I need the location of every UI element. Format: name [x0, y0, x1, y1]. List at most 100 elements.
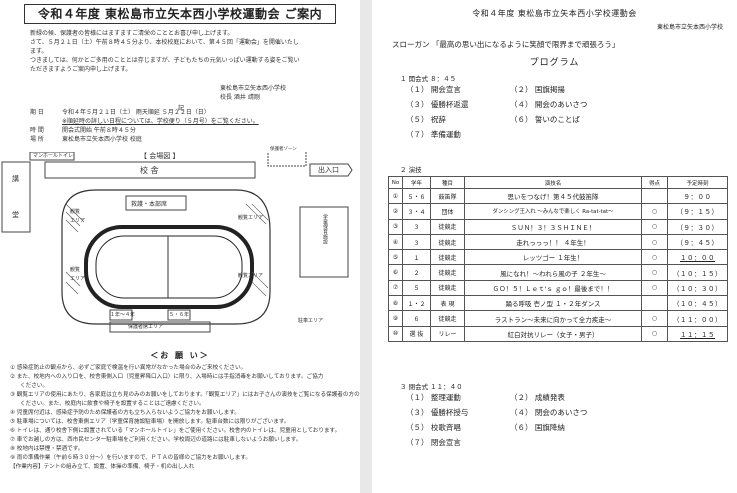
viewing-area-label: エリア: [70, 218, 86, 224]
cell-grade: １: [402, 249, 431, 266]
request-item: ⑧ 校地内は禁煙・禁酒です。: [10, 446, 84, 452]
ki-heading: 記: [178, 105, 185, 112]
cell-time: ９：００: [667, 187, 728, 205]
request-item: ④ 児童席付近は、感染症予防のため保護者の方も立ち入らないようご協力をお願いしま…: [10, 410, 240, 416]
cell-type: 徒競走: [430, 310, 465, 327]
section-closing: ３ 閉会式 １１：４０: [400, 383, 463, 391]
opening-item: （４） 開会のあいさつ: [510, 100, 588, 109]
detail-row: ※順延時の詳しい日程については、学校便り（５月号）をご覧ください。: [30, 117, 259, 126]
cell-time: （１０：１５）: [667, 264, 728, 281]
closing-item: （２） 成績発表: [510, 393, 565, 402]
cell-type: 徒競走: [430, 233, 465, 251]
cell-no: ④: [388, 233, 403, 251]
guardian-zone-label: 保護者ゾーン: [270, 147, 297, 152]
closing-item: （４） 閉会のあいさつ: [510, 408, 588, 417]
cell-grade: ２: [402, 264, 431, 281]
detail-key: 時 間: [30, 127, 44, 134]
cell-type: 団体: [430, 203, 465, 220]
request-item: ① 感染症防止の観点から、必ずご家庭で検温を行い異常がなかった場合のみご来校くだ…: [10, 365, 247, 371]
school-building-label: 校 舎: [140, 166, 159, 175]
sender-school: 東松島市立矢本西小学校: [220, 85, 287, 92]
col-header: 演技名: [464, 176, 642, 189]
cell-score: ○: [641, 203, 668, 220]
cell-type: 徒競走: [430, 264, 465, 281]
detail-key: 場 所: [30, 136, 44, 143]
tent-label: 救護・本部席: [131, 201, 168, 208]
cell-event: 紅白対抗リレー（女子・男子）: [464, 325, 642, 342]
cell-event: ＧＯ！５！Ｌｅｔ'ｓ ｇｏ！最後まで！！: [464, 279, 642, 297]
cell-score: ○: [641, 249, 668, 266]
opening-item: （１） 開会宣言: [406, 85, 461, 94]
venue-map: マンホールトイレ 【 会場図 】 校 舎 出入口 講 堂 救護・本部席 観覧 エ…: [0, 147, 360, 342]
cell-time: （９：１５）: [667, 203, 728, 220]
program-page-title: 令和４年度 東松島市立矢本西小学校運動会: [472, 9, 637, 18]
cell-type: 鼓笛隊: [430, 187, 465, 205]
opening-item: （３） 優勝杯返還: [406, 100, 469, 109]
cell-no: ⑩: [388, 325, 403, 342]
col-header: 種目: [430, 176, 465, 189]
col-header: 学年: [402, 176, 431, 189]
viewing-area-label: 観覧エリア: [238, 215, 264, 221]
cell-grade: ５: [402, 279, 431, 297]
cell-event: ラストラン〜未来に向かって全力疾走〜: [464, 310, 642, 327]
cell-type: リレー: [430, 325, 465, 342]
cell-no: ⑧: [388, 295, 403, 312]
left-bldg-label: 堂: [12, 211, 19, 219]
event-details: 期 日 令和４年５月２１日（土） 雨天順延 ５月２２日（日） ※順延時の詳しい日程…: [30, 108, 259, 144]
cell-score: ○: [641, 325, 668, 342]
cell-score: ○: [641, 264, 668, 281]
parking-label: 駐車エリア: [298, 318, 324, 324]
intro-text: 新緑の候、保護者の皆様にはますますご清栄のこととお喜び申し上げます。 さて、５月…: [30, 29, 300, 74]
program-school: 東松島市立矢本西小学校: [656, 24, 723, 31]
detail-value: 東松島市立矢本西小学校 校庭: [62, 136, 142, 143]
cell-time: （９：４５）: [667, 233, 728, 251]
cell-time: （９：３０）: [667, 218, 728, 235]
lane-label: ５・６年: [169, 312, 190, 318]
closing-item: （３） 優勝杯授与: [406, 408, 469, 417]
venue-label: 【 会場図 】: [140, 152, 180, 160]
requests-heading: ＜お 願 い＞: [150, 351, 210, 360]
sender: 東松島市立矢本西小学校 校長 酒井 靖剛: [220, 84, 286, 102]
cell-time: （１０：４５）: [667, 295, 728, 312]
cell-no: ⑦: [388, 279, 403, 297]
gakudo-label: 学童保育施設: [322, 214, 328, 244]
opening-item: （５） 祝辞: [406, 115, 446, 124]
cell-grade: ３・４: [402, 203, 431, 220]
opening-items: （１） 開会宣言 （２） 国旗掲揚 （３） 優勝杯返還 （４） 開会のあいさつ …: [406, 84, 706, 144]
cell-no: ⑤: [388, 249, 403, 266]
closing-items: （１） 整理運動 （２） 成績発表 （３） 優勝杯授与 （４） 閉会のあいさつ …: [406, 392, 706, 452]
cell-grade: ５・６: [402, 187, 431, 205]
cell-score: ○: [641, 218, 668, 235]
section-opening: １ 開会式 ８：４５: [400, 75, 457, 83]
opening-item: （７） 準備運動: [406, 130, 461, 139]
cell-type: 表 現: [430, 295, 465, 312]
col-header: No: [388, 176, 403, 189]
request-item: ください。また、校庭内に飲食や椅子を設置することはご遠慮ください。: [20, 401, 205, 407]
page-gap: [360, 0, 372, 493]
cell-grade: 選 抜: [402, 325, 431, 342]
cell-no: ⑨: [388, 310, 403, 327]
detail-value: 令和４年５月２１日（土） 雨天順延 ５月２２日（日）: [62, 109, 210, 116]
cell-no: ③: [388, 218, 403, 235]
requests-list: ① 感染症防止の観点から、必ずご家庭で検温を行い異常がなかった場合のみご来校くだ…: [10, 364, 360, 472]
cell-event: 思いをつなげ！第４５代鼓笛隊: [464, 187, 642, 205]
closing-item: （１） 整理運動: [406, 393, 461, 402]
cell-score: [641, 295, 668, 312]
viewing-area-label: 観覧: [70, 267, 81, 273]
detail-row: 期 日 令和４年５月２１日（土） 雨天順延 ５月２２日（日）: [30, 108, 259, 117]
intro-line: つきましては、何かとご多用のこととは存じますが、子どもたちの元気いっぱい運動する…: [30, 57, 300, 64]
cell-event: 走れっっっ！！ ４年生！: [464, 233, 642, 251]
detail-row: 時 間開会式開始 午前８時４５分: [30, 126, 259, 135]
request-item: ください。: [20, 383, 48, 389]
cell-no: ②: [388, 203, 403, 220]
detail-key: 期 日: [30, 109, 44, 116]
cell-event: 風になれ！〜われら風の子 ２年生〜: [464, 264, 642, 281]
request-item: 【作業内容】テントの組み立て、設置、体操の準備、椅子・机の出し入れ: [10, 464, 195, 470]
